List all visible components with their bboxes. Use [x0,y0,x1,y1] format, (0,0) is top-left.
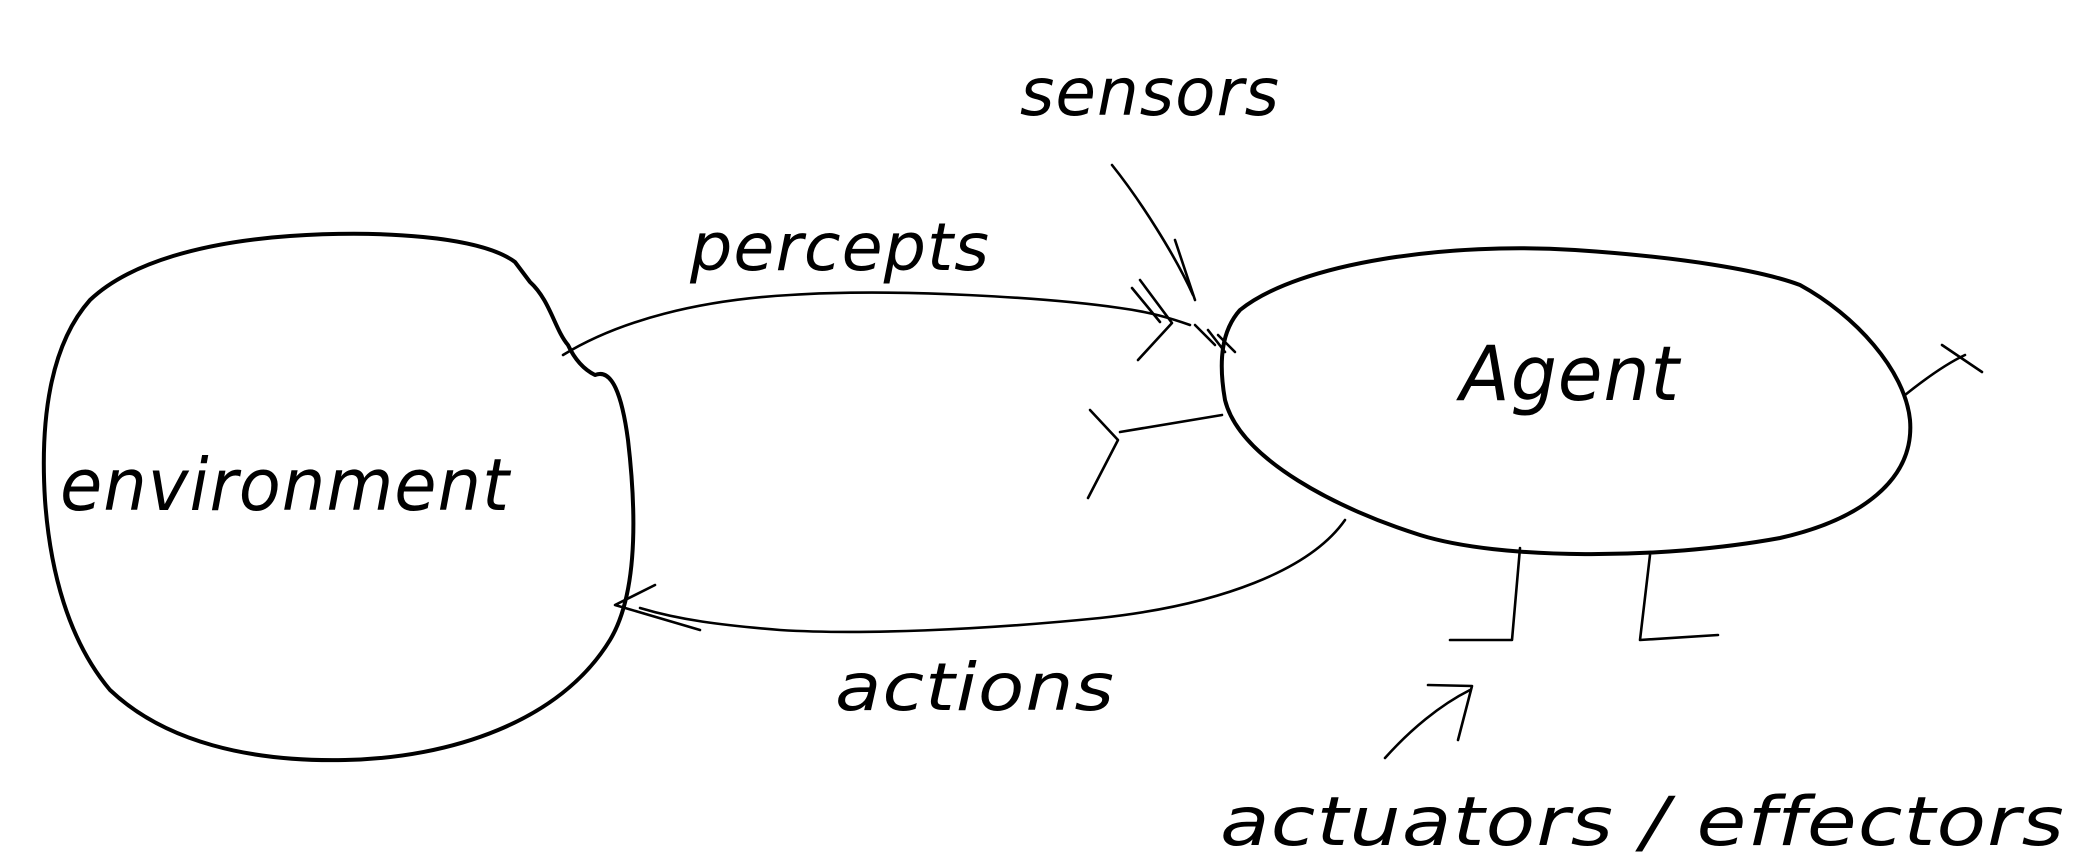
percepts-arrow [561,291,1192,357]
environment-label: environment [60,443,512,527]
actions-arrowhead [613,583,702,632]
actions-label: actions [835,649,1115,726]
actuator-leg-left [1448,546,1522,642]
environment-node [41,231,636,763]
sensor-tick-2 [1206,328,1227,354]
agent-node [1219,246,1913,557]
internal-arrow [1118,413,1224,434]
percepts-label: percepts [689,209,990,286]
sensor-tick-3 [1216,333,1237,354]
actions-arrow [638,518,1347,634]
actuator-leg-right [1638,553,1720,642]
percepts-arrowhead-2 [1130,286,1162,324]
actuators-pointer-arrowhead [1426,683,1474,742]
right-antenna [1903,353,1967,397]
sensors-label: sensors [1020,54,1280,131]
actuators-label: actuators / effectors [1220,783,2065,862]
actuators-pointer-arrow [1383,688,1472,760]
percepts-arrowhead [1136,278,1174,362]
right-antenna-head [1940,343,1984,374]
sensors-pointer-arrow [1110,163,1195,297]
internal-arrowhead [1086,408,1120,500]
sensors-pointer-arrowhead [1173,238,1197,302]
agent-label: Agent [1455,329,1682,418]
sensor-tick-1 [1193,323,1217,347]
